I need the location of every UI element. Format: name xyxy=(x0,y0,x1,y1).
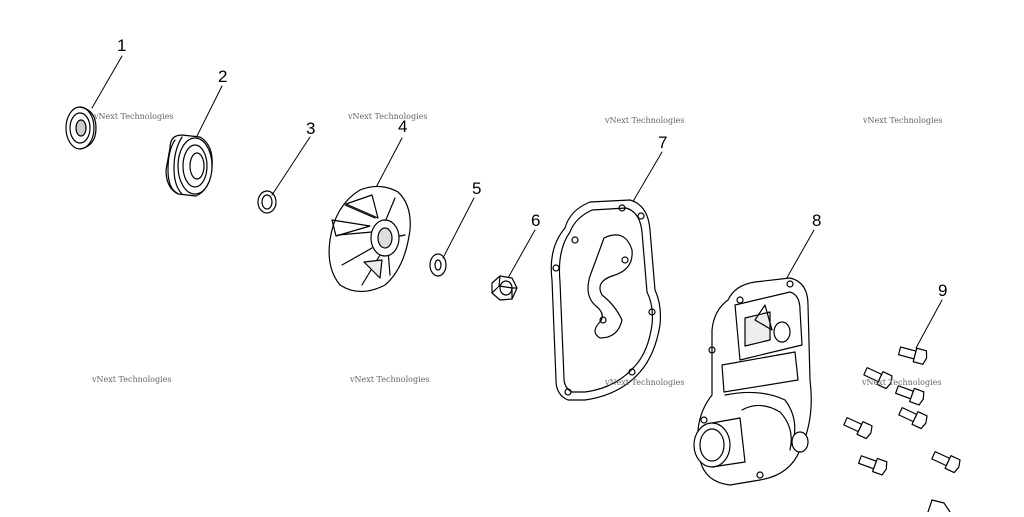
callout-6: 6 xyxy=(531,211,541,230)
callout-3: 3 xyxy=(306,119,316,138)
watermark: vNext Technologies xyxy=(348,112,428,121)
watermark: vNext Technologies xyxy=(863,116,943,125)
watermark: vNext Technologies xyxy=(92,375,172,384)
part-5-washer xyxy=(429,253,447,277)
callout-8: 8 xyxy=(812,211,822,230)
part-9-bolts xyxy=(843,346,961,476)
part-6-nut xyxy=(491,275,518,301)
callout-5: 5 xyxy=(472,179,482,198)
watermark: vNext Technologies xyxy=(94,112,174,121)
part-8-pump-cover xyxy=(693,277,812,486)
callout-9: 9 xyxy=(938,281,948,300)
watermark: vNext Technologies xyxy=(350,375,430,384)
callout-2: 2 xyxy=(218,67,228,86)
part-3-ring xyxy=(257,190,277,214)
leader-lines xyxy=(91,55,943,349)
part-4-impeller xyxy=(328,185,411,293)
watermark: vNext Technologies xyxy=(862,378,942,387)
watermark: vNext Technologies xyxy=(605,116,685,125)
part-1-seal xyxy=(65,106,97,150)
callout-4: 4 xyxy=(398,117,408,136)
watermark: vNext Technologies xyxy=(605,378,685,387)
partial-part-edge xyxy=(927,499,951,513)
part-2-bushing xyxy=(165,134,213,197)
part-7-gasket xyxy=(550,199,662,401)
callout-1: 1 xyxy=(117,36,127,55)
callout-7: 7 xyxy=(658,133,668,152)
